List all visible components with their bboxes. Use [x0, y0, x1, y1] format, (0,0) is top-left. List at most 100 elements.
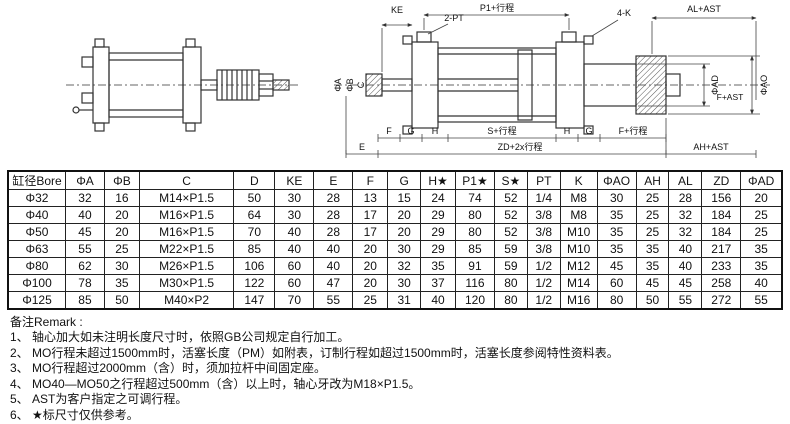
dimension-cell: 91 [454, 257, 495, 275]
dim-label-f-stroke: F+行程 [619, 125, 648, 136]
dimension-cell: 15 [387, 189, 422, 207]
dimension-cell: M16 [559, 291, 598, 309]
dimension-cell: 30 [387, 240, 422, 258]
remark-item: 4、 MO40—MO50之行程超过500mm（含）以上时，轴心牙改为M18×P1… [10, 376, 421, 391]
dimension-cell: 35 [635, 257, 670, 275]
dimension-cell: 78 [64, 274, 105, 292]
dimension-cell: M8 [559, 189, 598, 207]
dimension-cell: 25 [352, 291, 389, 309]
column-header: E [313, 170, 354, 190]
dimension-cell: 3/8 [526, 206, 561, 224]
dimension-cell: 40 [274, 223, 315, 241]
column-header: G [387, 170, 422, 190]
dimension-cell: 52 [493, 189, 528, 207]
dimension-cell: 70 [233, 223, 276, 241]
dimension-cell: 52 [493, 223, 528, 241]
bore-size-cell: Φ40 [7, 206, 66, 224]
dimension-cell: 35 [740, 240, 783, 258]
dimension-cell: 20 [352, 257, 389, 275]
technical-drawings: KE 2-PT P1+行程 4-K AL+AST ΦA ΦB C ΦAD ΦAO… [66, 2, 770, 158]
dimension-cell: 28 [313, 223, 354, 241]
dimension-cell: 20 [352, 240, 389, 258]
dimension-cell: 32 [64, 189, 105, 207]
dimension-cell: 120 [454, 291, 495, 309]
dimension-cell: 25 [103, 240, 140, 258]
dim-label-g: G [407, 126, 414, 136]
bore-size-cell: Φ125 [7, 291, 66, 309]
dimension-cell: 20 [103, 206, 140, 224]
dimension-cell: 20 [387, 223, 422, 241]
dimension-cell: 52 [493, 206, 528, 224]
bore-size-cell: Φ63 [7, 240, 66, 258]
dimension-cell: M16×P1.5 [138, 223, 235, 241]
remarks-list: 1、 轴心加大如未注明长度尺寸时，依照GB公司规定自行加工。2、 MO行程未超过… [10, 330, 780, 423]
left-cylinder-drawing [66, 38, 298, 132]
dimension-cell: 156 [701, 189, 742, 207]
dimension-cell: 32 [387, 257, 422, 275]
dimension-cell: M26×P1.5 [138, 257, 235, 275]
dimension-cell: 29 [420, 206, 456, 224]
dim-label-4k: 4-K [617, 8, 631, 18]
dimension-cell: 35 [596, 240, 637, 258]
dimension-cell: 40 [64, 206, 105, 224]
dimension-cell: 217 [701, 240, 742, 258]
dimension-cell: 28 [313, 206, 354, 224]
dimension-cell: 70 [274, 291, 315, 309]
dimension-cell: 55 [64, 240, 105, 258]
dimension-cell: 85 [233, 240, 276, 258]
dimension-cell: 106 [233, 257, 276, 275]
dim-label-phi-ao: ΦAO [759, 75, 769, 95]
dimension-cell: 122 [233, 274, 276, 292]
remarks-title: 备注Remark : [10, 314, 83, 329]
column-header: KE [274, 170, 315, 190]
dimension-cell: 32 [668, 223, 703, 241]
dimension-cell: 184 [701, 223, 742, 241]
dimension-cell: 80 [596, 291, 637, 309]
dimension-cell: 29 [420, 240, 456, 258]
remark-item: 2、 MO行程未超过1500mm时，活塞长度（PM）如附表，订制行程如超过150… [10, 345, 619, 360]
column-header: K [559, 170, 598, 190]
dimension-cell: 25 [635, 223, 670, 241]
dimension-cell: 80 [493, 291, 528, 309]
dimension-cell: 40 [668, 240, 703, 258]
dim-label-ke: KE [391, 5, 403, 15]
column-header: D [233, 170, 276, 190]
dimension-cell: 59 [493, 257, 528, 275]
dimension-cell: 35 [596, 206, 637, 224]
column-header: C [138, 170, 235, 190]
dimension-cell: 35 [420, 257, 456, 275]
dimension-lines [345, 13, 760, 158]
dimension-cell: 30 [596, 189, 637, 207]
dimension-cell: M14×P1.5 [138, 189, 235, 207]
dimension-cell: 55 [740, 291, 783, 309]
dimension-cell: M10 [559, 240, 598, 258]
dimension-cell: 25 [635, 206, 670, 224]
dimension-cell: 62 [64, 257, 105, 275]
dimension-cell: 184 [701, 206, 742, 224]
dimension-cell: 272 [701, 291, 742, 309]
dim-label-f-ast: F+AST [717, 92, 744, 102]
dimension-cell: M8 [559, 206, 598, 224]
dimension-cell: 85 [64, 291, 105, 309]
dimension-cell: 40 [668, 257, 703, 275]
dimension-cell: 116 [454, 274, 495, 292]
dimension-cell: 60 [274, 274, 315, 292]
bore-size-cell: Φ32 [7, 189, 66, 207]
dim-label-e: E [359, 142, 365, 152]
dimension-cell: 60 [596, 274, 637, 292]
dimension-cell: 35 [635, 240, 670, 258]
dimension-cell: 233 [701, 257, 742, 275]
dimension-cell: 47 [313, 274, 354, 292]
dimension-cell: 80 [454, 223, 495, 241]
dimension-cell: 59 [493, 240, 528, 258]
column-header: 缸径Bore [7, 170, 66, 190]
column-header: ΦB [103, 170, 140, 190]
dimension-cell: 30 [274, 189, 315, 207]
dimension-cell: 45 [64, 223, 105, 241]
